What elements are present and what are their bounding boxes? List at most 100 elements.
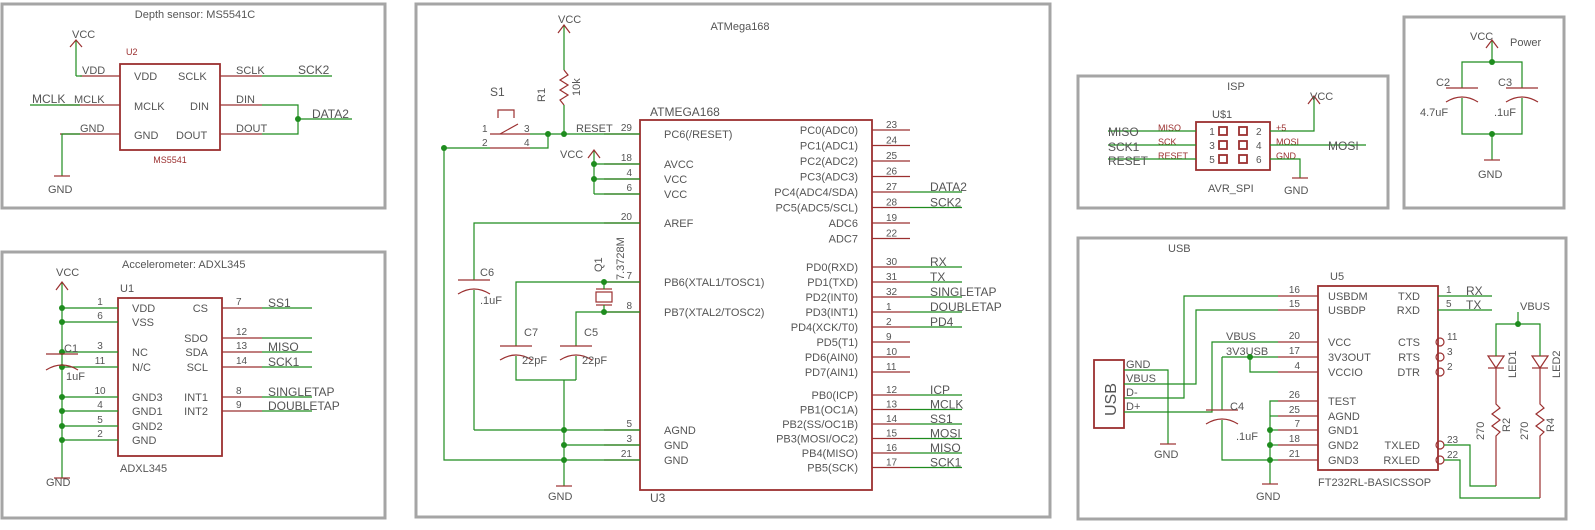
u3-pin-name: PB0(ICP)	[812, 390, 858, 402]
c4-value: .1uF	[1236, 431, 1258, 443]
led2-ref: LED2	[1551, 350, 1563, 378]
u5-pins: 16USBDM15USBDP20VCC173V3OUT4VCCIO26TEST2…	[1278, 284, 1492, 467]
u3-pin-name: PB3(MOSI/OC2)	[776, 434, 858, 446]
u2-net-mclk-pin: MCLK	[74, 94, 105, 106]
u3-pin-name: PB2(SS/OC1B)	[782, 419, 858, 431]
u5-pin-name: TXD	[1398, 291, 1420, 303]
u3-pin-name: PB5(SCK)	[807, 463, 858, 475]
u5-pin-num: 25	[1289, 405, 1301, 416]
isp-pin-name: MISO	[1158, 123, 1181, 133]
u3-pin-name: PD4(XCK/T0)	[791, 322, 858, 334]
isp-pad	[1238, 140, 1248, 150]
usb-conn-gnd: GND	[1126, 359, 1151, 371]
u3-pin-num: 9	[886, 332, 892, 343]
r2-ref: R2	[1501, 418, 1513, 432]
u3-pin-name: PD0(RXD)	[806, 262, 858, 274]
isp-pin-num: 5	[1209, 155, 1215, 166]
u3-net-label: MISO	[930, 441, 961, 455]
r1-value: 10k	[571, 78, 583, 96]
u3-pin-num: 12	[886, 385, 898, 396]
u5-pin-num: 11	[1447, 332, 1458, 343]
isp-pin-name: SCK	[1158, 137, 1177, 147]
u1-pin-name: GND	[132, 435, 157, 447]
isp-net-reset: RESET	[1108, 154, 1149, 168]
u3-pin-name: GND	[664, 440, 689, 452]
isp-pin-num: 3	[1209, 141, 1215, 152]
u1-pin-num: 10	[94, 386, 106, 397]
u5-pin-num: 18	[1289, 434, 1301, 445]
u5-pin-name: VCCIO	[1328, 367, 1363, 379]
usb-conn-vbus: VBUS	[1126, 373, 1156, 385]
isp-pin-name: MOSI	[1276, 137, 1299, 147]
u3-pin-num: 26	[886, 167, 898, 178]
u3-pin-name: GND	[664, 455, 689, 467]
u5-pin-name: 3V3OUT	[1328, 352, 1371, 364]
u3-pin-name: PB6(XTAL1/TOSC1)	[664, 277, 764, 289]
u5-pin-num: 1	[1446, 285, 1452, 296]
u3-pin-name: PC0(ADC0)	[800, 125, 858, 137]
u5-pin-name: CTS	[1398, 337, 1420, 349]
isp-pin-name: GND	[1276, 151, 1297, 161]
u1-vcc-label: VCC	[56, 267, 79, 279]
usb-connector-label: USB	[1103, 383, 1120, 416]
u3-net-label: SINGLETAP	[930, 285, 996, 299]
u5-pin-num: 23	[1447, 435, 1459, 446]
c1-value: 1uF	[66, 371, 85, 383]
u3-pin-num: 30	[886, 257, 898, 268]
u3-pin-name: PD6(AIN0)	[805, 352, 858, 364]
u3-pin-name: PC4(ADC4/SDA)	[774, 187, 858, 199]
u5-pin-name: TXLED	[1385, 440, 1421, 452]
u3-ref: U3	[650, 491, 666, 505]
usb-gnd2-label: GND	[1256, 491, 1281, 503]
u3-pin-num: 17	[886, 458, 898, 469]
u3-pin-name: PD7(AIN1)	[805, 367, 858, 379]
isp-pad	[1218, 126, 1228, 136]
u3-net-label: ICP	[930, 383, 950, 397]
u5-pin-name: USBDM	[1328, 291, 1368, 303]
c4-ref: C4	[1230, 401, 1244, 413]
u3-pin-name: PB7(XTAL2/TOSC2)	[664, 307, 764, 319]
u5-pin-name: RXLED	[1383, 455, 1420, 467]
u1-pin-name: GND3	[132, 392, 163, 404]
accelerometer-frame	[0, 250, 387, 520]
u1-pin-num: 14	[236, 356, 248, 367]
u3-pin-name: VCC	[664, 189, 687, 201]
u3-pin-name: PB4(MISO)	[802, 448, 858, 460]
isp-body	[1195, 121, 1271, 171]
u5-pin-num: 21	[1289, 449, 1301, 460]
u2-net-vdd: VDD	[82, 65, 105, 77]
u2-pin-din: DIN	[190, 101, 209, 113]
u1-pin-num: 11	[95, 356, 106, 367]
u1-pin-name: INT2	[184, 406, 208, 418]
u3-pin-num: 13	[886, 400, 898, 411]
atmega-frame	[414, 2, 1052, 519]
u3-pin-num: 14	[886, 414, 898, 425]
u1-net-label: SCK1	[268, 355, 300, 369]
u3-pin-name: PD5(T1)	[816, 337, 858, 349]
u1-pin-name: NC	[132, 347, 148, 359]
u5-pin-pad	[1435, 352, 1445, 362]
c6-ref: C6	[480, 267, 494, 279]
u3-pin-num: 18	[621, 153, 633, 164]
u3-pin-num: 16	[886, 443, 898, 454]
depth-sensor-title: Depth sensor: MS5541C	[135, 9, 256, 21]
c7-value: 22pF	[522, 355, 547, 367]
u3-net-label: MOSI	[930, 427, 961, 441]
u2-net-data2: DATA2	[312, 107, 349, 121]
u5-pin-num: 7	[1294, 419, 1300, 430]
u3-pin-num: 19	[886, 213, 898, 224]
u2-pin-dout: DOUT	[176, 130, 207, 142]
s1-ref: S1	[490, 85, 505, 99]
u5-pin-num: 22	[1447, 450, 1459, 461]
u3-pin-num: 28	[886, 198, 898, 209]
u3-part: ATMEGA168	[650, 105, 720, 119]
u1-net-label: SS1	[268, 296, 291, 310]
u3-pin-name: PD2(INT0)	[805, 292, 858, 304]
u3-net-label: DOUBLETAP	[930, 300, 1002, 314]
usb-conn-dm: D-	[1126, 387, 1138, 399]
u1-pin-num: 12	[236, 327, 248, 338]
u3-pin-name: AVCC	[664, 159, 694, 171]
